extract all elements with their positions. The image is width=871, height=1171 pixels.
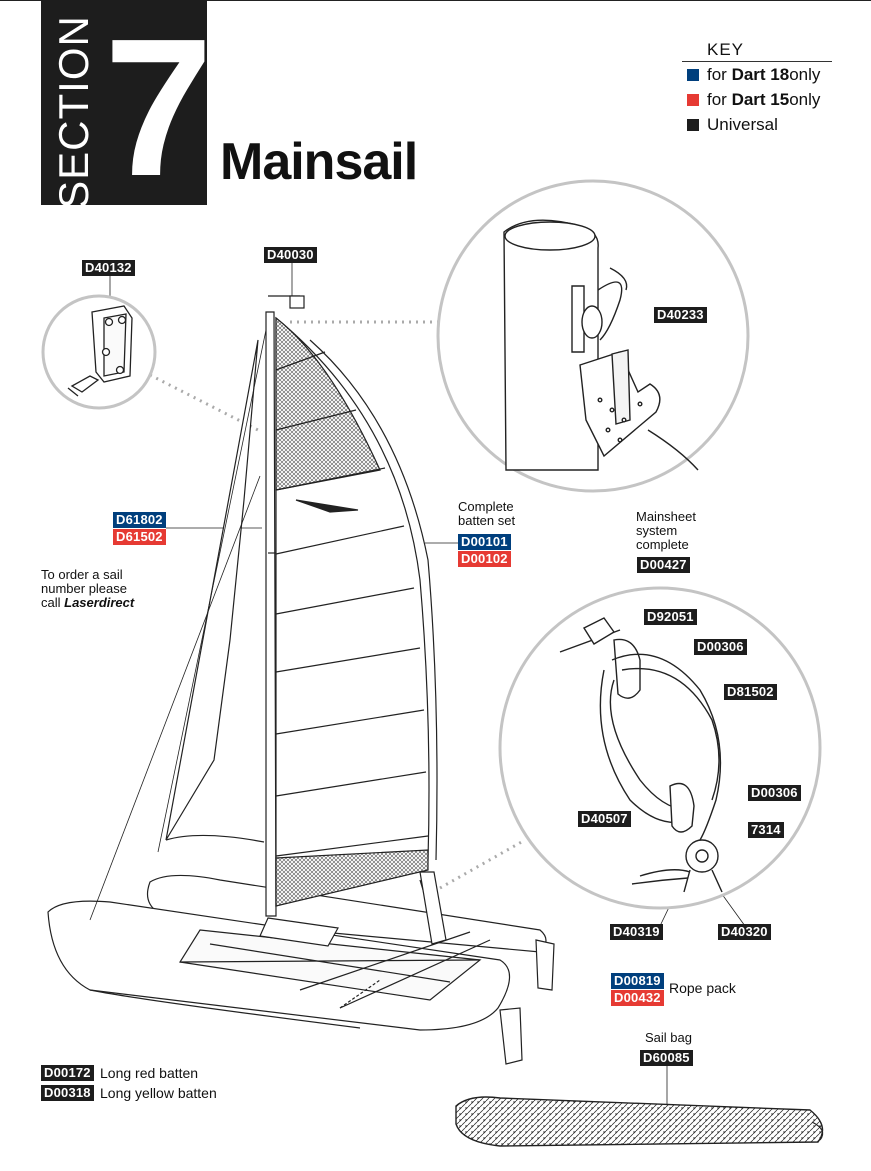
long-yellow-batten-label: Long yellow batten	[100, 1085, 217, 1101]
top-rule	[0, 0, 871, 1]
section-number: 7	[104, 0, 213, 217]
mainsheet-system-label: Mainsheet system complete	[636, 509, 696, 552]
part-d00306-upper-tag: D00306	[694, 639, 747, 655]
key-row-universal: Universal	[687, 115, 778, 135]
part-d00318-tag: D00318	[41, 1085, 94, 1101]
boat-drawing	[47, 295, 555, 1065]
masthead-drawing	[503, 219, 699, 471]
page-title: Mainsail	[220, 133, 418, 191]
key-row-dart18: for Dart 18 only	[687, 65, 820, 85]
sail-number-note: To order a sail number please call Laser…	[41, 567, 135, 610]
part-d40132-tag: D40132	[82, 260, 135, 276]
part-d81502-tag: D81502	[724, 684, 777, 700]
part-d00306-lower-tag: D00306	[748, 785, 801, 801]
key-row-dart15: for Dart 15 only	[687, 90, 820, 110]
key-divider	[682, 61, 832, 62]
long-red-batten-label: Long red batten	[100, 1065, 199, 1081]
detail-circle-mainsheet	[498, 586, 822, 910]
part-d40233-tag: D40233	[654, 307, 707, 323]
red-swatch-icon	[687, 94, 699, 106]
part-d40507-tag: D40507	[578, 811, 631, 827]
sail-bag-drawing	[455, 1096, 824, 1147]
part-d61502-tag: D61502	[113, 529, 166, 545]
part-d60085-tag: D60085	[640, 1050, 693, 1066]
part-d40320-tag: D40320	[718, 924, 771, 940]
section-block	[41, 0, 207, 205]
part-d00427-tag: D00427	[637, 557, 690, 573]
sail-bag-label: Sail bag	[645, 1030, 692, 1045]
laserdirect-link: Laserdirect	[64, 595, 135, 610]
part-d40319-tag: D40319	[610, 924, 663, 940]
part-d00819-tag: D00819	[611, 973, 664, 989]
part-d00102-tag: D00102	[458, 551, 511, 567]
cleat-drawing	[67, 305, 133, 397]
part-7314-tag: 7314	[748, 822, 784, 838]
blue-swatch-icon	[687, 69, 699, 81]
part-d40030-tag: D40030	[264, 247, 317, 263]
part-d00172-tag: D00172	[41, 1065, 94, 1081]
key-title: KEY	[707, 40, 745, 59]
complete-batten-label: Complete batten set	[458, 499, 516, 528]
part-d00101-tag: D00101	[458, 534, 511, 550]
part-d00432-tag: D00432	[611, 990, 664, 1006]
rope-pack-label: Rope pack	[669, 980, 736, 996]
black-swatch-icon	[687, 119, 699, 131]
mainsheet-drawing	[559, 617, 723, 893]
part-d61802-tag: D61802	[113, 512, 166, 528]
part-d92051-tag: D92051	[644, 609, 697, 625]
